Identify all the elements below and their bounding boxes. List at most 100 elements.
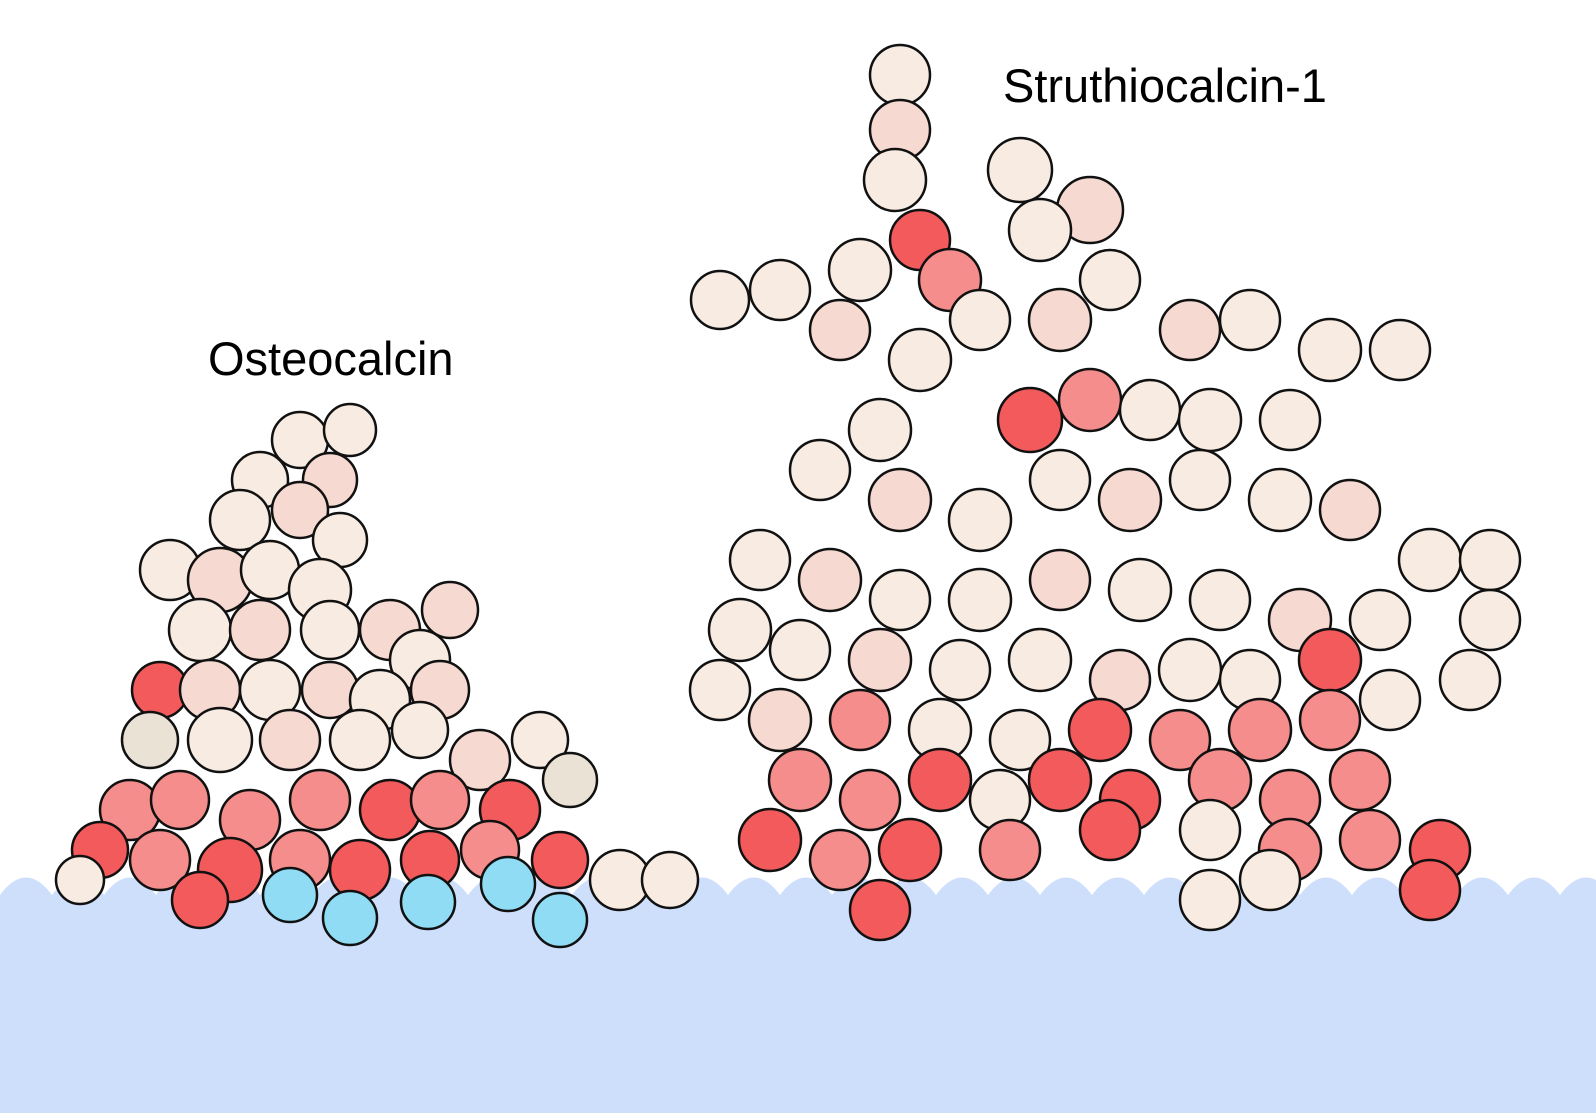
struthiocalcin-1-atom — [728, 528, 792, 592]
struthiocalcin-1-atom — [1078, 248, 1142, 312]
calcium-ion — [531, 891, 589, 949]
struthiocalcin-1-atom — [928, 638, 992, 702]
calcium-ion — [479, 855, 537, 913]
osteocalcin-atom — [54, 854, 106, 906]
struthiocalcin-1-atom — [947, 567, 1013, 633]
struthiocalcin-1-atom — [838, 768, 902, 832]
osteocalcin-atom — [167, 597, 233, 663]
struthiocalcin-1-atom — [1227, 697, 1293, 763]
struthiocalcin-1-molecule — [688, 43, 1522, 942]
struthiocalcin-1-atom — [1188, 568, 1252, 632]
osteocalcin-atom — [328, 708, 392, 772]
struthiocalcin-1-atom — [1328, 748, 1392, 812]
struthiocalcin-1-atom — [996, 386, 1064, 454]
osteocalcin-atom — [258, 708, 322, 772]
osteocalcin-atom — [300, 660, 360, 720]
struthiocalcin-1-atom — [1348, 588, 1412, 652]
struthiocalcin-1-atom — [1458, 588, 1522, 652]
struthiocalcin-1-atom — [1338, 808, 1402, 872]
osteocalcin-atom — [208, 488, 272, 552]
struthiocalcin-1-atom — [847, 627, 913, 693]
struthiocalcin-1-atom — [1368, 318, 1432, 382]
osteocalcin-atom — [328, 838, 392, 902]
struthiocalcin-1-atom — [1158, 298, 1222, 362]
osteocalcin-atom — [270, 480, 330, 540]
struthiocalcin-1-label: Struthiocalcin-1 — [1003, 59, 1327, 112]
struthiocalcin-1-atom — [797, 547, 863, 613]
osteocalcin-atom — [288, 768, 352, 832]
struthiocalcin-1-atom — [808, 298, 872, 362]
struthiocalcin-1-atom — [688, 658, 752, 722]
struthiocalcin-1-atom — [1247, 467, 1313, 533]
osteocalcin-molecule — [54, 402, 700, 930]
struthiocalcin-1-atom — [1178, 798, 1242, 862]
struthiocalcin-1-atom — [1007, 627, 1073, 693]
struthiocalcin-1-atom — [1028, 448, 1092, 512]
struthiocalcin-1-atom — [1258, 388, 1322, 452]
struthiocalcin-1-atom — [1027, 747, 1093, 813]
osteocalcin-atom — [541, 751, 599, 809]
struthiocalcin-1-atom — [1168, 448, 1232, 512]
struthiocalcin-1-atom — [1298, 688, 1362, 752]
struthiocalcin-1-atom — [1438, 648, 1502, 712]
struthiocalcin-1-atom — [907, 747, 973, 813]
struthiocalcin-1-atom — [1157, 637, 1223, 703]
struthiocalcin-1-atom — [1238, 848, 1302, 912]
struthiocalcin-1-atom — [1297, 317, 1363, 383]
osteocalcin-atom — [409, 769, 471, 831]
struthiocalcin-1-atom — [877, 817, 943, 883]
struthiocalcin-1-atom — [747, 687, 813, 753]
mineral-surface — [0, 877, 1596, 1113]
struthiocalcin-1-atom — [1397, 527, 1463, 593]
struthiocalcin-1-atom — [1458, 528, 1522, 592]
struthiocalcin-1-atom — [948, 288, 1012, 352]
osteocalcin-atom — [420, 580, 480, 640]
struthiocalcin-1-atom — [887, 327, 953, 393]
struthiocalcin-1-atom — [737, 807, 803, 873]
struthiocalcin-1-atom — [768, 618, 832, 682]
struthiocalcin-1-atom — [767, 747, 833, 813]
struthiocalcin-1-atom — [867, 467, 933, 533]
osteocalcin-atom — [448, 728, 512, 792]
osteocalcin-atom — [358, 778, 422, 842]
struthiocalcin-1-atom — [1097, 467, 1163, 533]
struthiocalcin-1-atom — [1028, 548, 1092, 612]
calcium-ion — [321, 889, 379, 947]
struthiocalcin-1-atom — [1218, 288, 1282, 352]
osteocalcin-atom — [390, 700, 450, 760]
struthiocalcin-1-atom — [1178, 868, 1242, 932]
struthiocalcin-1-atom — [868, 568, 932, 632]
struthiocalcin-1-atom — [978, 818, 1042, 882]
struthiocalcin-1-atom — [1107, 557, 1173, 623]
struthiocalcin-1-atom — [1027, 287, 1093, 353]
osteocalcin-atom — [510, 710, 570, 770]
struthiocalcin-1-atom — [862, 147, 928, 213]
struthiocalcin-1-atom — [707, 597, 773, 663]
struthiocalcin-1-atom — [1398, 858, 1462, 922]
osteocalcin-atom — [186, 706, 254, 774]
struthiocalcin-1-atom — [689, 269, 751, 331]
struthiocalcin-1-atom — [1078, 798, 1142, 862]
calcium-ion — [399, 873, 457, 931]
struthiocalcin-1-atom — [947, 487, 1013, 553]
osteocalcin-atom — [322, 402, 378, 458]
struthiocalcin-1-atom — [1318, 478, 1382, 542]
osteocalcin-atom — [640, 850, 700, 910]
struthiocalcin-1-atom — [988, 708, 1052, 772]
struthiocalcin-1-atom — [1177, 387, 1243, 453]
mineral-surface-shape — [0, 877, 1596, 1113]
struthiocalcin-1-atom — [1007, 197, 1073, 263]
osteocalcin-atom — [228, 598, 292, 662]
struthiocalcin-1-atom — [1057, 367, 1123, 433]
osteocalcin-atom — [149, 769, 211, 831]
osteocalcin-atom — [170, 870, 230, 930]
struthiocalcin-1-atom — [848, 878, 912, 942]
struthiocalcin-1-atom — [986, 136, 1054, 204]
struthiocalcin-1-atom — [1297, 627, 1363, 693]
osteocalcin-atom — [120, 710, 180, 770]
struthiocalcin-1-atom — [847, 397, 913, 463]
struthiocalcin-1-atom — [868, 43, 932, 107]
struthiocalcin-1-atom — [828, 688, 892, 752]
